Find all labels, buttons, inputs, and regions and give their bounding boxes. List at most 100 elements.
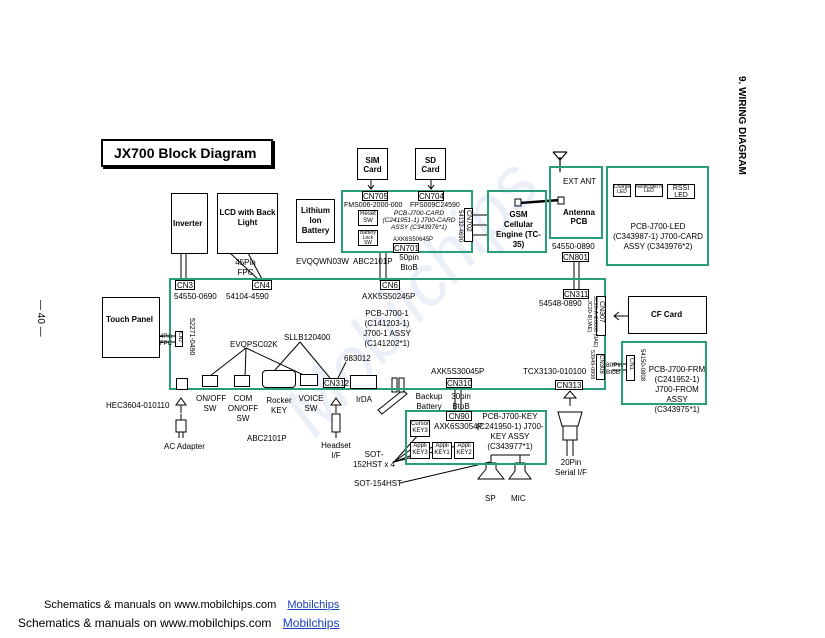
- footer-link-1[interactable]: Mobilchips: [287, 599, 340, 611]
- reset-sw-label: Reset SW: [360, 211, 376, 224]
- footer-line-1: Schematics & manuals on www.mobilchips.c…: [44, 600, 339, 611]
- onoff-switch: [202, 375, 218, 387]
- battery-lock-sw-label: Battery Lock SW: [360, 230, 376, 246]
- cn308-connector: [596, 354, 605, 380]
- p54104-label: 54104-4590: [226, 292, 269, 301]
- p54150-label: 54150-0808: [639, 349, 645, 382]
- appli-key3: [410, 442, 430, 459]
- cn2-label: CN2: [177, 332, 183, 343]
- p54548-label: 54548-0890: [539, 299, 582, 308]
- frm-pcb-label: PCB-J700-FRM (C241952-1) J700-FROM ASSY …: [648, 365, 706, 414]
- section-title: 9. WIRING DIAGRAM: [736, 76, 747, 175]
- fms006-label: FMS006-2000-000: [344, 202, 403, 209]
- antenna-pcb-label: Antenna PCB: [563, 208, 595, 226]
- cursor-key: [410, 420, 430, 437]
- lcd-block: [217, 193, 278, 254]
- cn1-label: CN1: [628, 358, 634, 371]
- key-pcb-block: [405, 410, 547, 465]
- sp-label: SP: [485, 494, 496, 503]
- footer-text-2: Schematics & manuals on www.mobilchips.c…: [18, 616, 272, 630]
- evqpsc-leader: [209, 347, 247, 377]
- sot152-label: SOT-152HST x 4: [352, 450, 396, 469]
- inverter-label: Inverter: [173, 219, 203, 228]
- reset-sw: [358, 210, 378, 226]
- cn307-label: CN307: [598, 301, 605, 323]
- irda-module-icon: [391, 377, 405, 393]
- cn801-connector: CN801: [562, 252, 589, 262]
- rocker-label: Rocker KEY: [266, 396, 292, 415]
- inverter-block: [171, 193, 208, 254]
- headset-plug-icon: [331, 413, 341, 438]
- lcd-label: LCD with Back Light: [219, 208, 276, 227]
- sim-card-block: [357, 148, 388, 180]
- backup-label: Backup Battery: [415, 392, 443, 411]
- cn310-connector: CN310: [446, 378, 472, 388]
- sim-arrow: [367, 180, 375, 190]
- 683012-leader: [337, 361, 347, 379]
- footer-line-2: Schematics & manuals on www.mobilchips.c…: [18, 617, 339, 629]
- lcd-cn4-wire: [229, 252, 261, 282]
- cn701-connector: CN701: [393, 243, 419, 253]
- cn311-connector: CN311: [563, 289, 589, 299]
- sllb-leader: [274, 341, 301, 371]
- diagram-title-box: [101, 139, 273, 167]
- serial-connector-icon: [557, 411, 583, 456]
- led-pcb-label: PCB-J700-LED (C343987-1) J700-CARD ASSY …: [613, 222, 703, 251]
- axk6s-label: AXK6S50645P: [393, 237, 434, 243]
- p52271-label: 52271-0490: [188, 318, 195, 356]
- ac-jack: [176, 378, 188, 390]
- cf-card-block: [628, 296, 707, 334]
- key-pcb-label: PCB-J700-KEY (C241950-1) J700-KEY ASSY (…: [476, 412, 544, 451]
- footer-link-2[interactable]: Mobilchips: [282, 616, 340, 630]
- notification-led-label: Notificatio n LED: [635, 184, 663, 194]
- antenna-icon: [552, 151, 568, 172]
- sd-card-label: SD Card: [421, 156, 440, 174]
- sd-card-block: [415, 148, 446, 180]
- charge-led: [613, 184, 631, 197]
- headset-arrow: [330, 397, 342, 413]
- battery-lock-sw: [358, 230, 378, 246]
- p54550-0690-label: 54550-0690: [174, 292, 217, 301]
- appli-key3-label: Appli KEY3: [412, 443, 428, 456]
- axk5s50245p-label: AXK5S50245P: [362, 292, 416, 301]
- p683012-label: 683012: [344, 354, 371, 363]
- rssi-led: [667, 184, 695, 199]
- page-number: — 40 —: [35, 300, 46, 337]
- com-onoff-label: COM ON/OFF SW: [227, 394, 259, 423]
- mic-label: MIC: [511, 494, 526, 503]
- irda-part: [350, 375, 377, 389]
- cf-card-arrow: [613, 311, 628, 321]
- p54550-0890-label: 54550-0890: [552, 242, 595, 251]
- appli-key1: [432, 442, 452, 459]
- abc2101p-b-label: ABC2101P: [247, 434, 287, 443]
- hec3604-label: HEC3604-010110: [106, 401, 170, 410]
- cn307-connector: [596, 296, 606, 336]
- onoff-label: ON/OFF SW: [196, 394, 227, 413]
- speaker-icon: [476, 462, 506, 480]
- rocker-key: [262, 370, 296, 388]
- antenna-cable: [519, 198, 561, 205]
- appli-key2-label: Appli KEY2: [456, 443, 472, 456]
- sd-arrow: [427, 180, 435, 190]
- abc2101p-a-label: ABC2101P: [353, 257, 393, 266]
- ac-adapter-label: AC Adapter: [164, 442, 205, 451]
- diagram-title: JX700 Block Diagram: [114, 145, 257, 161]
- p54132-label: 54132-4690: [457, 210, 463, 243]
- jc20b-label: JC20-B(JAE): [586, 300, 592, 333]
- sot154-leader: [399, 461, 491, 484]
- footer-text-1: Schematics & manuals on www.mobilchips.c…: [44, 599, 277, 611]
- irda-label: IrDA: [356, 395, 372, 404]
- cn3-connector: CN3: [175, 280, 195, 290]
- serial-label: 20Pin Serial I/F: [555, 458, 588, 477]
- rssi-led-label: RSSI LED: [672, 185, 690, 199]
- cn705-connector: CN705: [362, 191, 388, 201]
- cn308-label: CN308: [598, 355, 604, 374]
- fpc45-label: 45Pin FPC: [235, 258, 256, 277]
- battery-label: Lithium Ion Battery: [301, 206, 330, 235]
- cn4-connector: CN4: [252, 280, 272, 290]
- sim-card-label: SIM Card: [363, 156, 382, 174]
- touch-panel-label: Touch Panel: [106, 315, 153, 324]
- frm-pcb-block: [621, 341, 707, 405]
- cn6-connector: CN6: [380, 280, 400, 290]
- btob80-label: 80Pin BtoB: [606, 362, 623, 376]
